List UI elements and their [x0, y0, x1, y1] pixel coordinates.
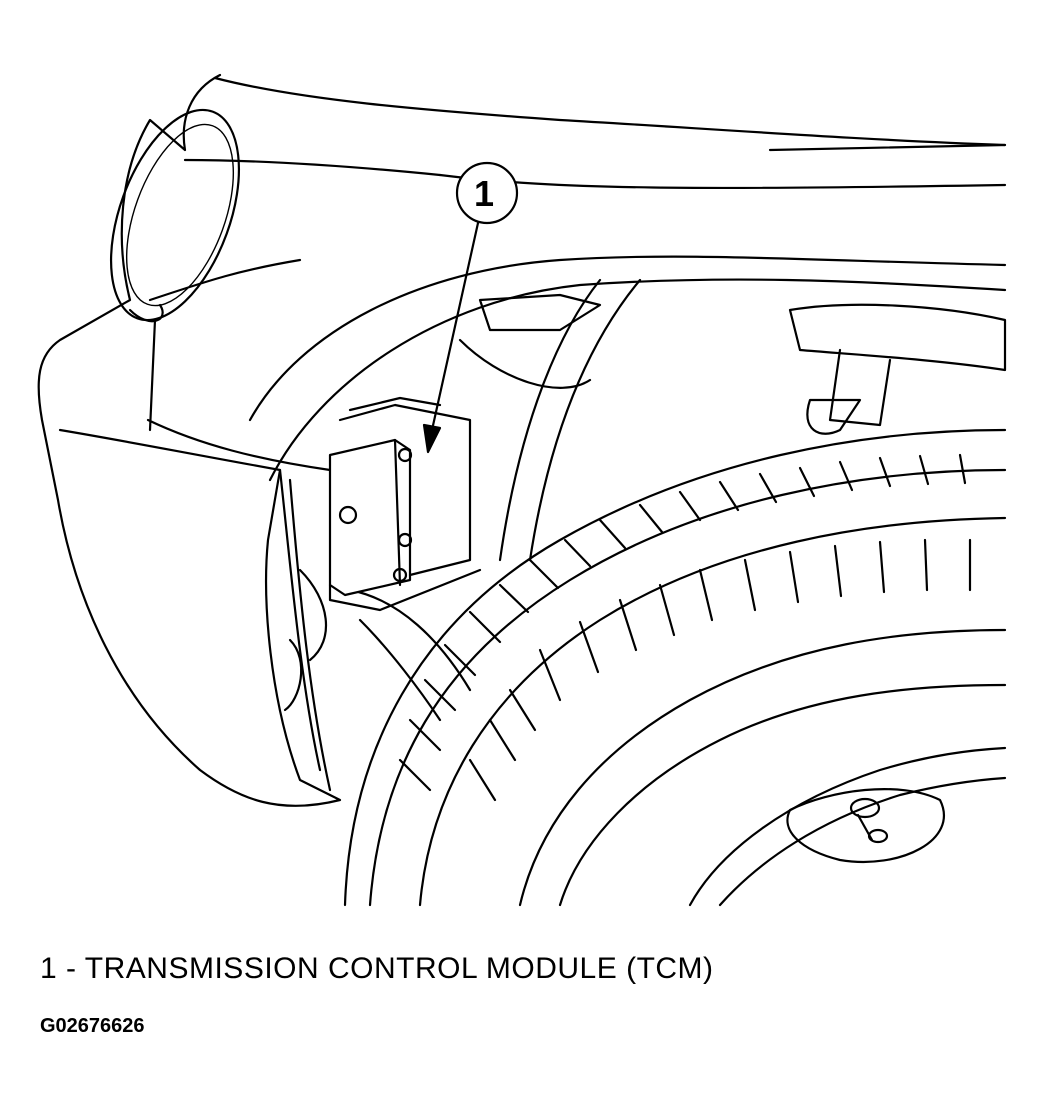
headlamp [109, 108, 241, 432]
vehicle-illustration: 1 [37, 73, 1007, 907]
wheel-hub [786, 787, 946, 864]
callout-1: 1 [422, 161, 519, 454]
callout-number: 1 [474, 173, 494, 214]
figure-id: G02676626 [40, 1015, 145, 1037]
legend-text: 1 - TRANSMISSION CONTROL MODULE (TCM) [40, 952, 714, 985]
tire [343, 428, 1007, 907]
transmission-control-module [328, 396, 482, 612]
tire-tread [398, 453, 972, 802]
